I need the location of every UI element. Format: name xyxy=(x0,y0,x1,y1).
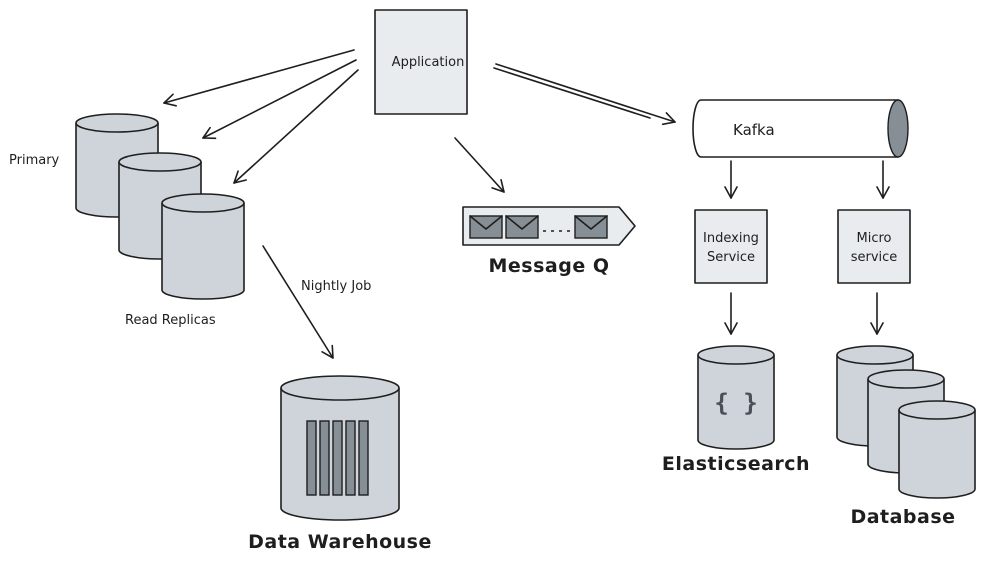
message-q-label: Message Q xyxy=(489,255,610,277)
arrow-app-to-replica-1 xyxy=(202,59,357,140)
arrow-nightly-job xyxy=(262,245,334,359)
message-envelope-icon-2 xyxy=(505,215,539,239)
warehouse-bars-icon xyxy=(306,420,369,496)
message-envelope-icon-1 xyxy=(469,215,503,239)
arrow-app-to-message-q xyxy=(454,137,505,193)
primary-label: Primary xyxy=(9,153,60,168)
message-queue xyxy=(462,206,636,246)
arrow-app-to-kafka xyxy=(495,63,676,126)
elasticsearch-braces-icon: { } xyxy=(714,389,757,417)
database-cylinder-3 xyxy=(898,400,976,499)
kafka-label: Kafka xyxy=(733,121,775,139)
micro-service-line2: service xyxy=(851,250,898,265)
indexing-service-line1: Indexing xyxy=(703,231,759,246)
elasticsearch-cylinder: { } xyxy=(697,345,775,450)
elasticsearch-label: Elasticsearch xyxy=(662,453,810,475)
arrow-app-to-primary xyxy=(163,49,355,107)
read-replicas-label: Read Replicas xyxy=(125,313,216,328)
arrow-app-to-kafka-2 xyxy=(493,67,651,119)
data-warehouse-label: Data Warehouse xyxy=(248,531,432,553)
application-label: Application xyxy=(392,55,465,70)
read-replica-2-cylinder xyxy=(161,193,245,300)
micro-service-line1: Micro xyxy=(857,231,892,246)
indexing-service-line2: Service xyxy=(707,250,755,265)
application-box: Application xyxy=(374,9,468,115)
micro-service-box: Micro service xyxy=(837,209,911,284)
indexing-service-box: Indexing Service xyxy=(694,209,768,284)
kafka-pipe xyxy=(692,99,909,158)
database-label: Database xyxy=(850,506,955,528)
nightly-job-label: Nightly Job xyxy=(301,279,371,294)
data-warehouse-cylinder xyxy=(280,375,400,521)
arrow-app-to-replica-2 xyxy=(233,69,359,184)
message-envelope-icon-3 xyxy=(574,215,608,239)
